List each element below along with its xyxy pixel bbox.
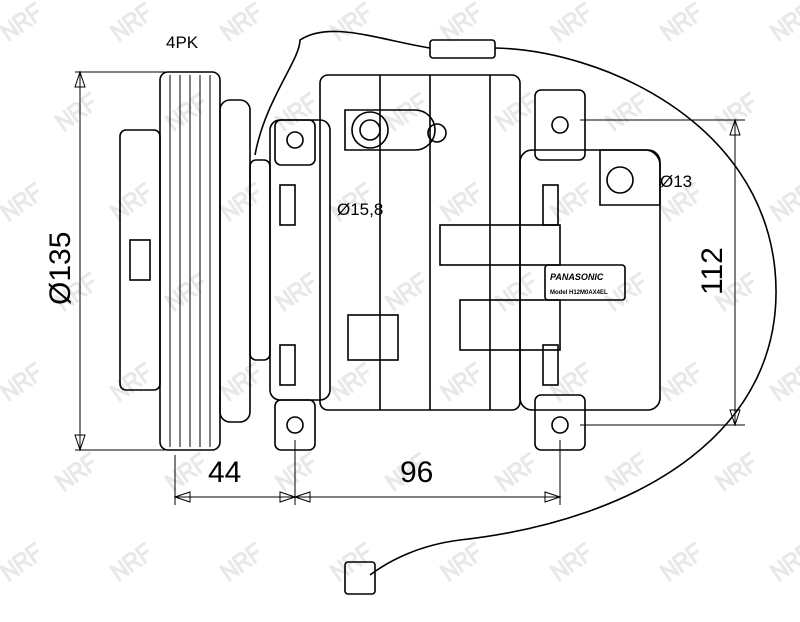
watermark-logo: [439, 181, 479, 222]
dimension-lines: [74, 70, 745, 505]
pulley: [119, 71, 271, 451]
watermark-logo: [219, 541, 259, 582]
watermark-logo: [274, 451, 314, 492]
port-small-label: Ø13: [660, 172, 692, 191]
watermark-logo: [604, 271, 644, 312]
offset-96-label: 96: [400, 456, 433, 489]
watermark-logo: [769, 361, 800, 402]
watermark-logo: [109, 541, 149, 582]
watermark-logo: [329, 361, 369, 402]
watermark-logo: [109, 1, 149, 42]
watermark-logo: [0, 361, 39, 402]
watermark-logo: [384, 271, 424, 312]
watermark-logo: [659, 541, 699, 582]
pulley-diameter-label: Ø135: [44, 232, 77, 305]
port-large-label: Ø15,8: [337, 200, 383, 219]
watermark-logo: [0, 541, 39, 582]
watermark-logo: [164, 271, 204, 312]
watermark-logo: [54, 451, 94, 492]
watermark-logo: [769, 1, 800, 42]
watermark-logo: [659, 361, 699, 402]
watermark-logo: [329, 1, 369, 42]
mount-height-label: 112: [696, 247, 729, 295]
watermark-logo: [549, 181, 589, 222]
watermark-logo: [274, 91, 314, 132]
watermark-logo: [329, 541, 369, 582]
watermark-logo: [164, 91, 204, 132]
watermark-logo: [549, 361, 589, 402]
watermark-logo: [439, 541, 479, 582]
watermark-logo: [274, 271, 314, 312]
watermark-logo: [714, 91, 754, 132]
watermark-logo: [659, 1, 699, 42]
compressor-body: [269, 74, 661, 451]
watermark-logo: [439, 1, 479, 42]
nameplate-model: Model H12M0AX4EL: [550, 290, 608, 296]
belt-label: 4PK: [166, 33, 199, 52]
watermark-logo: [0, 181, 39, 222]
watermark-logo: [494, 451, 534, 492]
watermark-logo: [659, 181, 699, 222]
watermark-logo: [604, 451, 644, 492]
watermark-logo: [604, 91, 644, 132]
watermark-logo: [0, 1, 39, 42]
offset-44-label: 44: [208, 456, 241, 489]
watermark-logo: [769, 541, 800, 582]
nameplate-brand: PANASONIC: [550, 272, 604, 282]
watermark-logo: [219, 181, 259, 222]
watermark-logo: [494, 271, 534, 312]
watermark-logo: [54, 91, 94, 132]
watermark-logo: [329, 181, 369, 222]
watermark-logo: [219, 361, 259, 402]
watermark-logo: [494, 91, 534, 132]
watermark-logo: [549, 541, 589, 582]
watermark-logo: [219, 1, 259, 42]
watermark-logo: [714, 451, 754, 492]
watermark-logo: [549, 1, 589, 42]
watermark-logo: [384, 451, 424, 492]
watermark-logo: [384, 91, 424, 132]
electrical-cable: [254, 30, 777, 595]
watermark-logo: [439, 361, 479, 402]
watermark-logo: [109, 181, 149, 222]
watermark: [0, 1, 800, 582]
watermark-logo: [769, 181, 800, 222]
watermark-logo: [54, 271, 94, 312]
watermark-logo: [714, 271, 754, 312]
watermark-logo: [109, 361, 149, 402]
watermark-logo: [164, 451, 204, 492]
